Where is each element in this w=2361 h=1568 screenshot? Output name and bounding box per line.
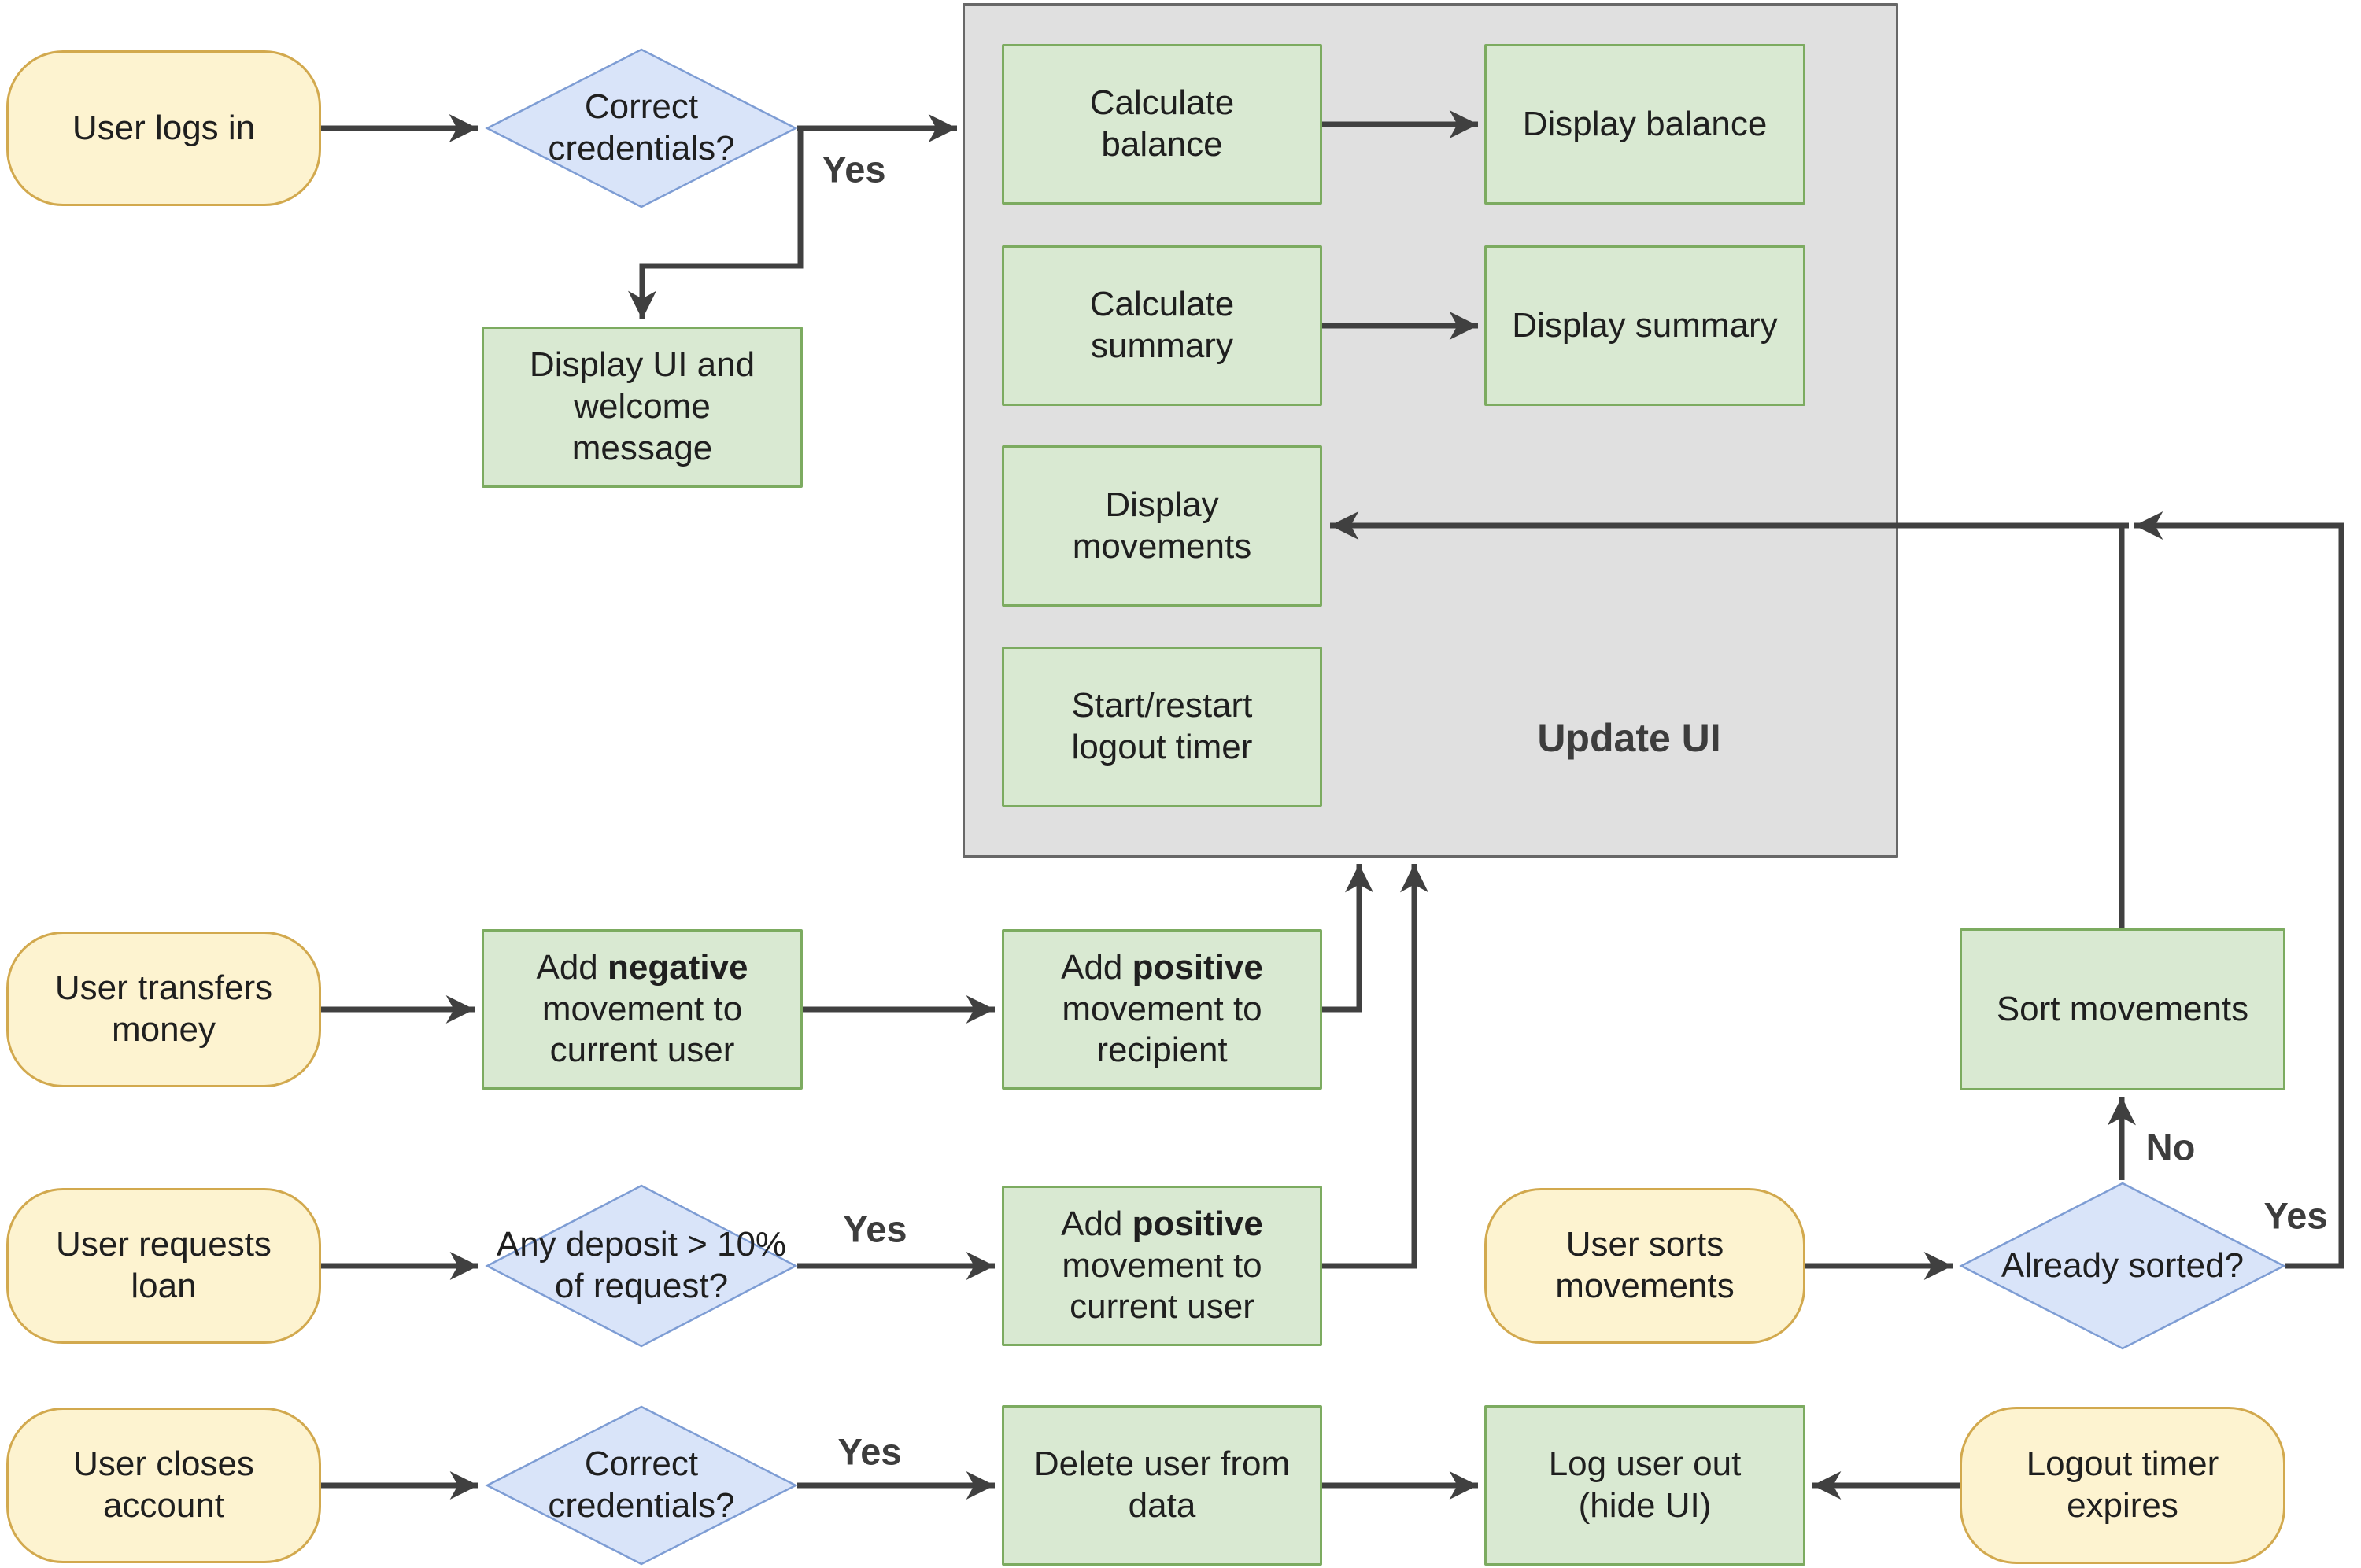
decision-any-deposit-diamond-shape: [485, 1184, 798, 1348]
node-user-logs-in-label: User logs in: [72, 108, 256, 147]
decision-any-deposit-label: Any deposit > 10%of request?: [496, 1225, 787, 1305]
label-no-sorted: No: [2145, 1126, 2196, 1168]
node-display-balance-label: Display balance: [1522, 104, 1768, 143]
node-sort-movements-label: Sort movements: [1996, 989, 2249, 1028]
label-update-ui: Update UI: [1537, 716, 1721, 760]
decision-already-sorted-label: Already sorted?: [2001, 1245, 2245, 1285]
label-yes-loan: Yes: [843, 1208, 907, 1250]
edge-positive-current-to-update-ui: [1322, 864, 1428, 1269]
node-display-balance: Display balance: [1484, 44, 1805, 205]
label-yes-sorted: Yes: [2263, 1194, 2328, 1237]
label-yes-login: Yes: [822, 148, 886, 190]
node-log-user-out: Log user out(hide UI): [1484, 1405, 1805, 1566]
decision-correct-credentials-bottom-diamond-shape: [485, 1405, 798, 1566]
node-display-summary: Display summary: [1484, 245, 1805, 406]
decision-any-deposit: Any deposit > 10%of request?: [485, 1184, 798, 1348]
node-sort-movements: Sort movements: [1960, 928, 2285, 1090]
node-log-user-out-label: Log user out(hide UI): [1548, 1444, 1742, 1525]
edge-recipient-to-update-ui: [1322, 864, 1373, 1013]
decision-already-sorted: Already sorted?: [1959, 1182, 2286, 1350]
node-user-logs-in: User logs in: [6, 50, 321, 206]
node-display-summary-label: Display summary: [1512, 305, 1778, 345]
label-yes-close: Yes: [837, 1430, 902, 1473]
